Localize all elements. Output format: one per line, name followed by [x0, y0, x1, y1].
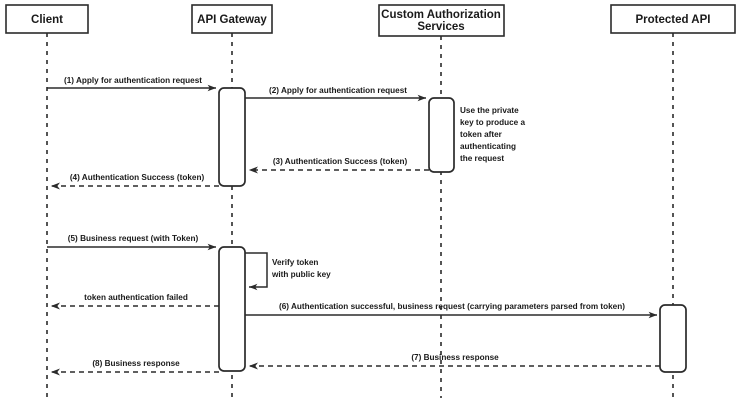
- message-3[interactable]: (3) Authentication Success (token): [248, 157, 429, 174]
- participant-box-custom-authorization-services[interactable]: [378, 4, 505, 37]
- note-private-key-line3: token after: [460, 130, 503, 139]
- message-7[interactable]: (7) Business response: [248, 353, 660, 370]
- participant-box-protected-api[interactable]: [610, 4, 736, 34]
- note-private-key-line4: authenticating: [460, 142, 516, 151]
- self-message-verify-token[interactable]: Verify token with public key: [245, 252, 331, 291]
- participant-box-api-gateway[interactable]: [191, 4, 273, 34]
- message-token-authentication-failed[interactable]: token authentication failed: [50, 293, 219, 310]
- participant-header-api-gateway[interactable]: API Gateway: [191, 4, 273, 34]
- note-private-key-line5: the request: [460, 154, 504, 163]
- participant-label-custom-authorization-services-line2: Services: [417, 21, 464, 33]
- note-private-key: Use the private key to produce a token a…: [460, 106, 526, 163]
- participant-label-protected-api: Protected API: [636, 14, 711, 26]
- message-2[interactable]: (2) Apply for authentication request: [245, 86, 427, 102]
- participant-label-api-gateway: API Gateway: [197, 14, 267, 26]
- message-4-label: (4) Authentication Success (token): [70, 173, 205, 182]
- participant-label-custom-authorization-services-line1: Custom Authorization: [381, 9, 501, 21]
- activation-api-gateway-auth[interactable]: [218, 87, 246, 187]
- message-6[interactable]: (6) Authentication successful, business …: [245, 302, 658, 319]
- message-1-label: (1) Apply for authentication request: [64, 76, 202, 85]
- participant-box-client[interactable]: [5, 4, 89, 34]
- message-5[interactable]: (5) Business request (with Token): [47, 234, 217, 251]
- message-7-label: (7) Business response: [411, 353, 499, 362]
- activation-bars-group: [218, 87, 687, 373]
- participant-header-custom-authorization-services[interactable]: Custom Authorization Services: [378, 4, 505, 37]
- participant-header-protected-api[interactable]: Protected API: [610, 4, 736, 34]
- participant-header-client[interactable]: Client: [5, 4, 89, 34]
- activation-custom-authorization-services[interactable]: [428, 97, 455, 173]
- message-8-label: (8) Business response: [92, 359, 180, 368]
- message-3-label: (3) Authentication Success (token): [273, 157, 408, 166]
- message-8[interactable]: (8) Business response: [50, 359, 219, 376]
- message-token-authentication-failed-label: token authentication failed: [84, 293, 188, 302]
- participant-label-client: Client: [31, 14, 63, 26]
- message-1[interactable]: (1) Apply for authentication request: [47, 76, 217, 92]
- activation-protected-api[interactable]: [659, 304, 687, 373]
- self-message-verify-token-arrow: [245, 252, 268, 291]
- activation-api-gateway-business[interactable]: [218, 246, 246, 372]
- message-2-label: (2) Apply for authentication request: [269, 86, 407, 95]
- message-5-label: (5) Business request (with Token): [68, 234, 199, 243]
- lifelines-group: [46, 33, 674, 398]
- note-verify-token-line1: Verify token: [272, 258, 318, 267]
- message-4[interactable]: (4) Authentication Success (token): [50, 173, 219, 190]
- note-private-key-line2: key to produce a: [460, 118, 526, 127]
- note-verify-token-line2: with public key: [271, 270, 331, 279]
- message-6-label: (6) Authentication successful, business …: [279, 302, 625, 311]
- note-private-key-line1: Use the private: [460, 106, 519, 115]
